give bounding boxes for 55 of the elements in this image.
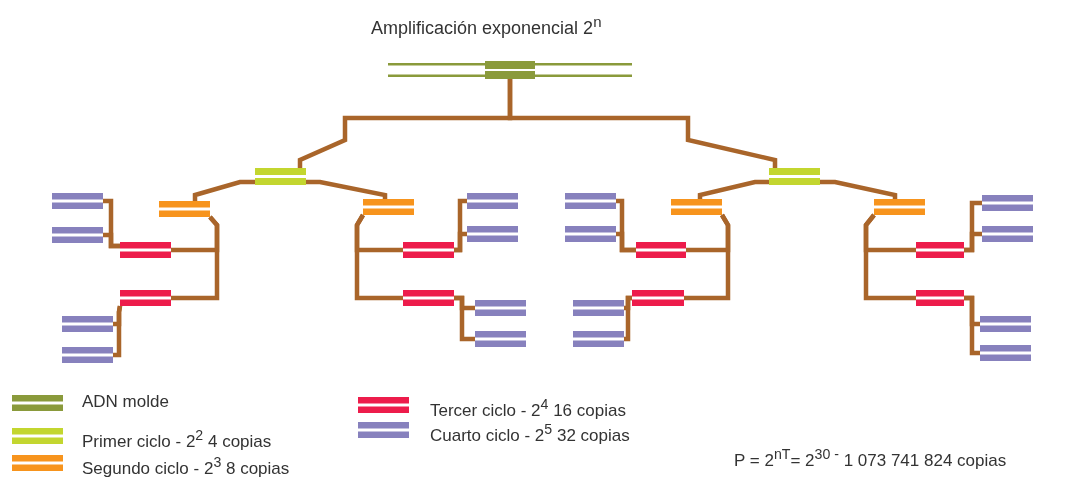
dna-copy-strands — [255, 168, 306, 185]
legend-label: Cuarto ciclo - 2$^{5}$ 32 copias — [430, 420, 630, 446]
connector-line — [616, 231, 636, 253]
dna-copy-strands — [52, 227, 103, 243]
legend-label: Primer ciclo - 2$^{2}$ 4 copias — [82, 426, 272, 452]
dna-copy-strands — [632, 290, 684, 306]
diagram-title: Amplificación exponencial 2$^{n}$ — [371, 12, 602, 38]
dna-copy-strands — [120, 242, 171, 258]
dna-copy-strands — [159, 201, 210, 217]
dna-copy-strands — [874, 199, 925, 215]
dna-copy-strands — [403, 290, 454, 306]
template-dna-strands — [388, 61, 632, 79]
connector-line — [192, 179, 255, 201]
dna-copy-strands — [475, 331, 526, 347]
connector-line — [306, 179, 388, 199]
dna-copy-strands — [980, 345, 1031, 361]
connector-line — [113, 305, 123, 358]
connector-line — [354, 213, 403, 301]
dna-copy-strands — [62, 347, 113, 363]
connector-line — [964, 295, 980, 356]
formula-text: P = 2$^{nT}$= 2$^{30 -}$ 1 073 741 824 copias — [734, 445, 1007, 471]
dna-copy-strands — [52, 193, 103, 209]
connector-line — [507, 79, 778, 168]
dna-copy-strands — [573, 331, 624, 347]
connector-line — [103, 232, 120, 249]
dna-copy-strands — [565, 193, 616, 209]
connector-line — [820, 179, 898, 199]
connector-line — [171, 215, 220, 301]
dna-copy-strands — [982, 195, 1033, 211]
dna-copy-strands — [475, 300, 526, 316]
dna-copy-strands — [982, 226, 1033, 242]
dna-copy-strands — [671, 199, 722, 215]
legend-label: Tercer ciclo - 2$^{4}$ 16 copias — [430, 395, 626, 421]
dna-copy-strands — [467, 193, 518, 209]
connector-line — [454, 231, 467, 253]
connector-line — [964, 231, 982, 253]
dna-copy-strands — [565, 226, 616, 242]
dna-copy-strands — [467, 226, 518, 242]
connector-line — [454, 295, 475, 342]
connector-line — [697, 179, 769, 199]
connector-line — [684, 213, 731, 301]
dna-copy-strands — [403, 242, 454, 258]
connector-line — [624, 295, 632, 342]
dna-copy-strands — [62, 316, 113, 332]
dna-copy-strands — [980, 316, 1031, 332]
dna-copy-strands — [573, 300, 624, 316]
connector-line — [863, 213, 916, 301]
dna-copy-strands — [363, 199, 414, 215]
dna-copy-strands — [916, 290, 964, 306]
legend-label: Segundo ciclo - 2$^{3}$ 8 copias — [82, 453, 290, 477]
dna-copy-strands — [769, 168, 820, 185]
dna-copy-strands — [120, 290, 171, 306]
legend-label: ADN molde — [82, 392, 169, 412]
dna-copy-strands — [636, 242, 686, 258]
dna-copy-strands — [916, 242, 964, 258]
